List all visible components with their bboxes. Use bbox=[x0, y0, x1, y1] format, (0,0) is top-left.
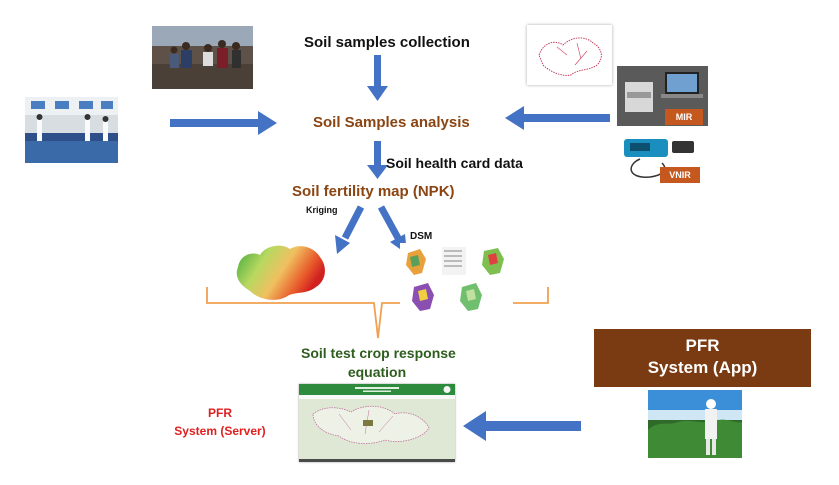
soil-fertility-map-label: Soil fertility map (NPK) bbox=[292, 183, 455, 200]
geological-map-thumbnail bbox=[412, 283, 434, 311]
soil-samples-analysis-label: Soil Samples analysis bbox=[313, 114, 470, 131]
pfr-app-label-line2: System (App) bbox=[647, 358, 758, 377]
pfr-server-label-line2: System (Server) bbox=[174, 424, 266, 438]
web-app-header-bar bbox=[299, 384, 455, 395]
field-sampling-photo bbox=[152, 26, 253, 89]
pfr-server-web-map bbox=[299, 384, 455, 462]
dem-map-thumbnail bbox=[460, 283, 482, 311]
pfr-app-label-line1: PFR bbox=[685, 336, 720, 355]
pfr-app-box: PFR System (App) bbox=[594, 329, 811, 387]
dsm-label: DSM bbox=[410, 231, 433, 242]
sample-location-map bbox=[527, 25, 612, 85]
kriging-label: Kriging bbox=[306, 205, 338, 215]
farmer-using-app-photo bbox=[648, 390, 742, 458]
mir-label-badge: MIR bbox=[665, 109, 703, 125]
grouping-bracket bbox=[206, 287, 549, 339]
arrow-lab-to-analysis bbox=[170, 111, 277, 135]
arrow-to-kriging-map bbox=[335, 205, 365, 254]
climatic-data-thumbnail bbox=[442, 247, 466, 275]
pfr-server-label-line1: PFR bbox=[208, 406, 232, 420]
vnir-label-badge: VNIR bbox=[660, 167, 700, 183]
soil-samples-collection-label: Soil samples collection bbox=[304, 34, 470, 51]
soil-map-thumbnail bbox=[406, 249, 426, 275]
arrow-collection-to-analysis bbox=[367, 55, 388, 101]
lulc-map-thumbnail bbox=[482, 248, 504, 275]
arrow-analysis-to-fertility bbox=[367, 141, 388, 179]
kriging-fertility-map bbox=[230, 237, 330, 304]
laboratory-photo bbox=[25, 97, 118, 163]
arrow-instruments-to-analysis bbox=[505, 106, 610, 130]
arrow-app-to-server bbox=[463, 411, 581, 441]
stcr-label-line2: equation bbox=[347, 364, 407, 380]
stcr-label-line1: Soil test crop response bbox=[301, 345, 456, 361]
soil-health-card-data-label: Soil health card data bbox=[386, 155, 523, 171]
dsm-map-collage bbox=[400, 243, 513, 318]
